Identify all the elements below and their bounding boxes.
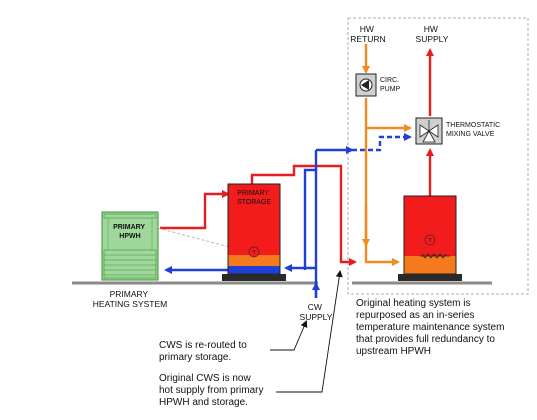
original-heater-tank — [398, 195, 462, 281]
primary-heating-label-2: HEATING SYSTEM — [93, 299, 167, 309]
circ-pump-label-1: CIRC. — [380, 77, 399, 84]
heating-element-icon — [420, 253, 450, 259]
primary-storage-thermostat-icon — [248, 246, 260, 258]
primary-hpwh-label-2: HPWH — [119, 233, 140, 240]
cw-supply-label-1: CW — [308, 302, 322, 312]
right-note-line-5: upstream HPWH — [356, 346, 431, 357]
cw-supply-label-2: SUPPLY — [300, 312, 333, 322]
hot-pipe-storage-out — [250, 164, 357, 266]
primary-heating-label-1: PRIMARY — [110, 289, 149, 299]
svg-text:PRIMARY STORAGE: PRIMARY STORAGE — [237, 190, 271, 206]
primary-storage-thermostat-label: T — [252, 250, 256, 256]
right-note-line-1: Original heating system is — [356, 298, 471, 309]
mixing-valve-label-1: THERMOSTATIC — [446, 122, 500, 129]
original-tank-thermostat-icon — [424, 234, 436, 246]
orig-cws-note-leader — [276, 270, 343, 393]
original-tank-thermostat-label: T — [428, 238, 432, 244]
svg-text:HW SUPPLY: HW SUPPLY — [416, 24, 449, 44]
original-system-boundary — [347, 17, 529, 295]
hw-return-label-2: RETURN — [350, 34, 385, 44]
primary-hpwh-unit — [101, 211, 159, 281]
primary-hpwh-label-1: PRIMARY — [113, 224, 145, 231]
return-pipe-to-tank — [364, 98, 400, 266]
mixing-valve-icon — [415, 117, 443, 145]
primary-storage-label-1: PRIMARY — [237, 190, 269, 197]
right-note-line-3: temperature maintenance system — [356, 322, 504, 333]
svg-text:PRIMARY HPWH: PRIMARY HPWH — [113, 224, 147, 240]
cws-note-leader — [270, 320, 308, 351]
hot-pipe-hpwh-to-storage — [160, 190, 230, 230]
svg-text:CWS is re-routed to primar: CWS is re-routed to primary storage. — [159, 340, 250, 363]
circ-pump-label-2: PUMP — [380, 86, 401, 93]
primary-storage-tank — [222, 183, 286, 281]
orig-cws-note-line-2: hot supply from primary — [159, 385, 263, 396]
cold-pipe-cws-riser — [303, 168, 318, 298]
orig-cws-note-line-1: Original CWS is now — [159, 373, 251, 384]
primary-storage-label-2: STORAGE — [237, 199, 271, 206]
circ-pump-icon — [355, 73, 377, 97]
svg-text:CW SUPPLY: CW SUPPLY — [300, 302, 333, 322]
right-note-line-2: repurposed as an in-series — [356, 310, 474, 321]
cws-note-line-2: primary storage. — [159, 352, 231, 363]
svg-text:Original CWS is now hot su: Original CWS is now hot supply from prim… — [159, 373, 266, 408]
hw-supply-label-2: SUPPLY — [416, 34, 449, 44]
svg-text:Original heating system is: Original heating system is repurposed as… — [356, 298, 507, 357]
svg-text:CIRC. PUMP: CIRC. PUMP — [380, 77, 401, 93]
cws-note-line-1: CWS is re-routed to — [159, 340, 247, 351]
svg-text:THERMOSTATIC MIXING VALVE: THERMOSTATIC MIXING VALVE — [446, 122, 502, 138]
mixing-valve-label-2: MIXING VALVE — [446, 131, 495, 138]
svg-text:PRIMARY HEATING SYSTEM: PRIMARY HEATING SYSTEM — [93, 289, 167, 309]
svg-text:HW RETURN: HW RETURN — [350, 24, 385, 44]
right-note-line-4: that provides full redundancy to — [356, 334, 495, 345]
hw-return-label-1: HW — [360, 24, 374, 34]
cold-pipe-dashed — [352, 133, 412, 152]
orig-cws-note-line-3: HPWH and storage. — [159, 397, 248, 408]
hw-supply-label-1: HW — [424, 24, 438, 34]
